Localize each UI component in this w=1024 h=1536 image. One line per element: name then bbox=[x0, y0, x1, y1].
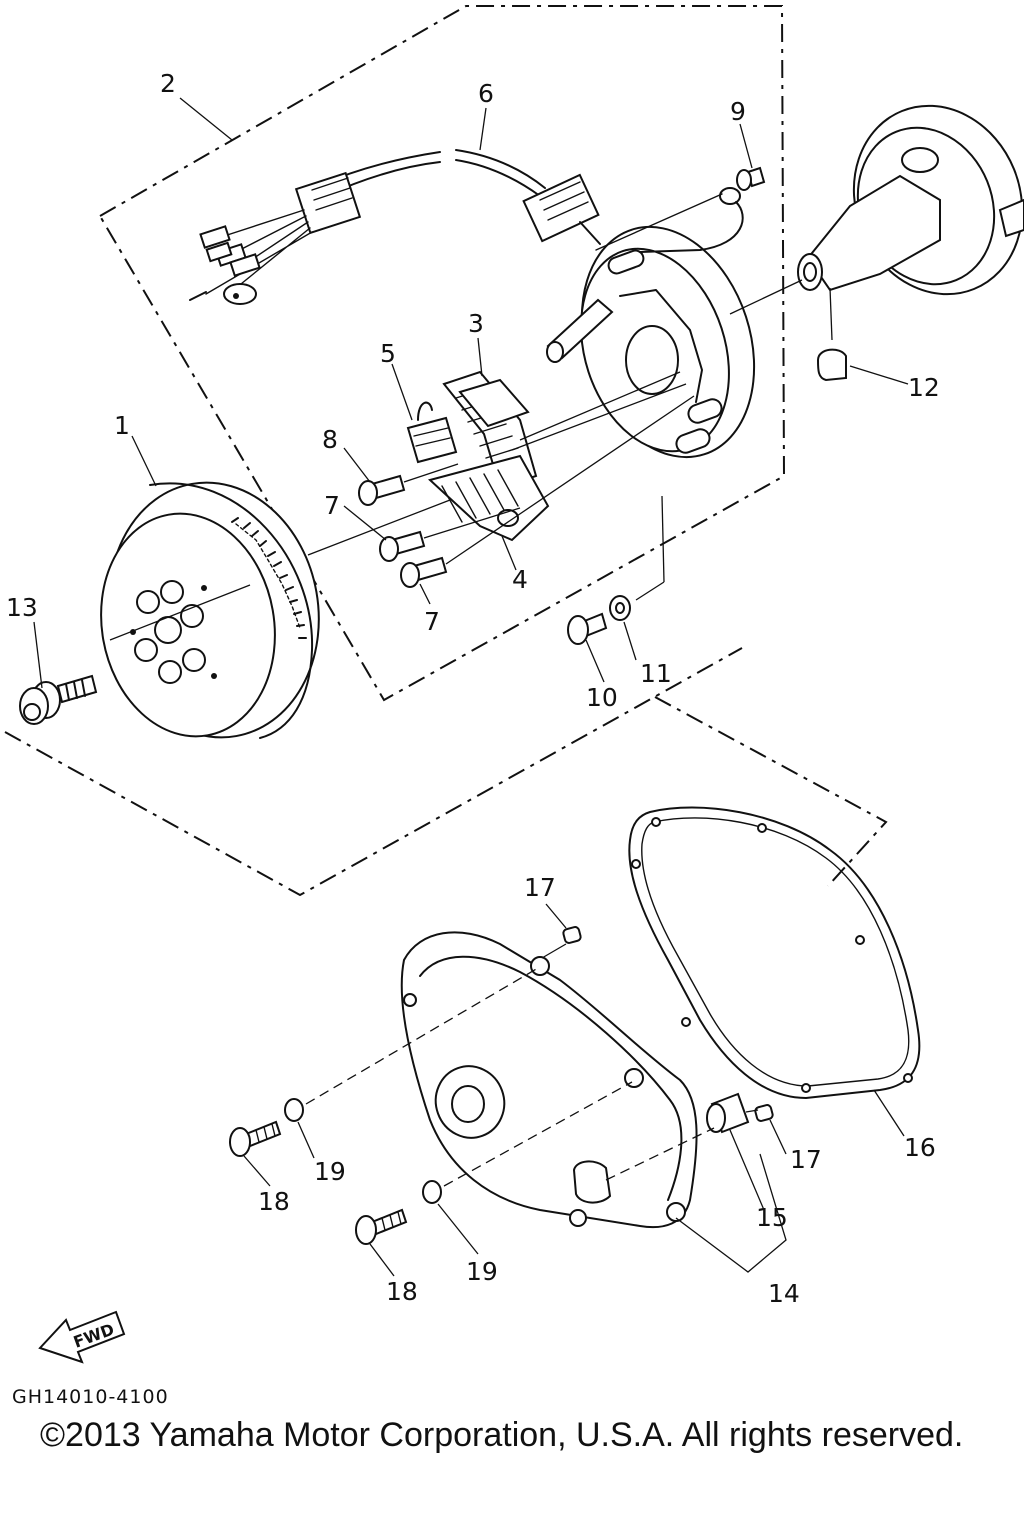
callout-15: 15 bbox=[756, 1203, 788, 1232]
callout-14: 14 bbox=[768, 1279, 800, 1308]
callout-4: 4 bbox=[512, 565, 528, 594]
assembly-axis-lines bbox=[109, 279, 833, 1187]
callout-19-upper: 19 bbox=[314, 1157, 346, 1186]
coil-screw-7-upper bbox=[379, 530, 426, 562]
stator-screw-10 bbox=[567, 612, 608, 645]
callout-13: 13 bbox=[6, 593, 38, 622]
callout-11: 11 bbox=[640, 659, 672, 688]
callout-18-lower: 18 bbox=[386, 1277, 418, 1306]
coil-screw-8 bbox=[358, 474, 406, 506]
callout-labels: 1 2 3 4 5 6 7 7 8 9 10 11 12 13 14 15 16… bbox=[6, 69, 940, 1308]
stator-base-plate bbox=[546, 225, 756, 459]
dowel-pin-15 bbox=[706, 1092, 750, 1134]
cover-bolt-18-upper bbox=[229, 1120, 282, 1157]
cover-bolt-18-lower bbox=[355, 1208, 408, 1245]
callout-leaders bbox=[33, 97, 909, 1277]
cover-gasket bbox=[628, 806, 921, 1099]
callout-17-lower: 17 bbox=[790, 1145, 822, 1174]
callout-6: 6 bbox=[478, 79, 494, 108]
lead-wire-harness bbox=[189, 149, 601, 305]
lighting-coil bbox=[427, 454, 550, 542]
washer-11 bbox=[609, 595, 631, 621]
callout-3: 3 bbox=[468, 309, 484, 338]
rotor-bolt bbox=[19, 674, 98, 725]
callout-7-lower: 7 bbox=[424, 607, 440, 636]
fwd-direction-arrow: FWD bbox=[38, 1310, 126, 1364]
crankshaft bbox=[797, 104, 1024, 296]
callout-18-upper: 18 bbox=[258, 1187, 290, 1216]
callout-10: 10 bbox=[586, 683, 618, 712]
callout-12: 12 bbox=[908, 373, 940, 402]
figure-code: GH14010-4100 bbox=[12, 1386, 169, 1408]
copyright-notice: ©2013 Yamaha Motor Corporation, U.S.A. A… bbox=[40, 1416, 964, 1454]
callout-1: 1 bbox=[114, 411, 130, 440]
callout-8: 8 bbox=[322, 425, 338, 454]
pickup-coil bbox=[406, 401, 458, 464]
washer-19-upper bbox=[284, 1098, 304, 1122]
callout-16: 16 bbox=[904, 1133, 936, 1162]
cover-group-boundary bbox=[654, 696, 888, 887]
callout-19-lower: 19 bbox=[466, 1257, 498, 1286]
stator-assembly-boundary bbox=[99, 5, 786, 702]
flywheel-rotor bbox=[100, 481, 320, 739]
plug-17-upper bbox=[562, 926, 582, 944]
generator-cover bbox=[400, 931, 698, 1229]
callout-17-upper: 17 bbox=[524, 873, 556, 902]
coil-screw-7-lower bbox=[400, 556, 448, 588]
callout-9: 9 bbox=[730, 97, 746, 126]
rotor-group-boundary bbox=[4, 647, 743, 897]
callout-5: 5 bbox=[380, 339, 396, 368]
washer-19-lower bbox=[422, 1180, 442, 1204]
callout-2: 2 bbox=[160, 69, 176, 98]
ground-screw bbox=[595, 166, 766, 253]
woodruff-key bbox=[816, 348, 847, 382]
plug-17-lower bbox=[754, 1104, 774, 1122]
callout-7-upper: 7 bbox=[324, 491, 340, 520]
